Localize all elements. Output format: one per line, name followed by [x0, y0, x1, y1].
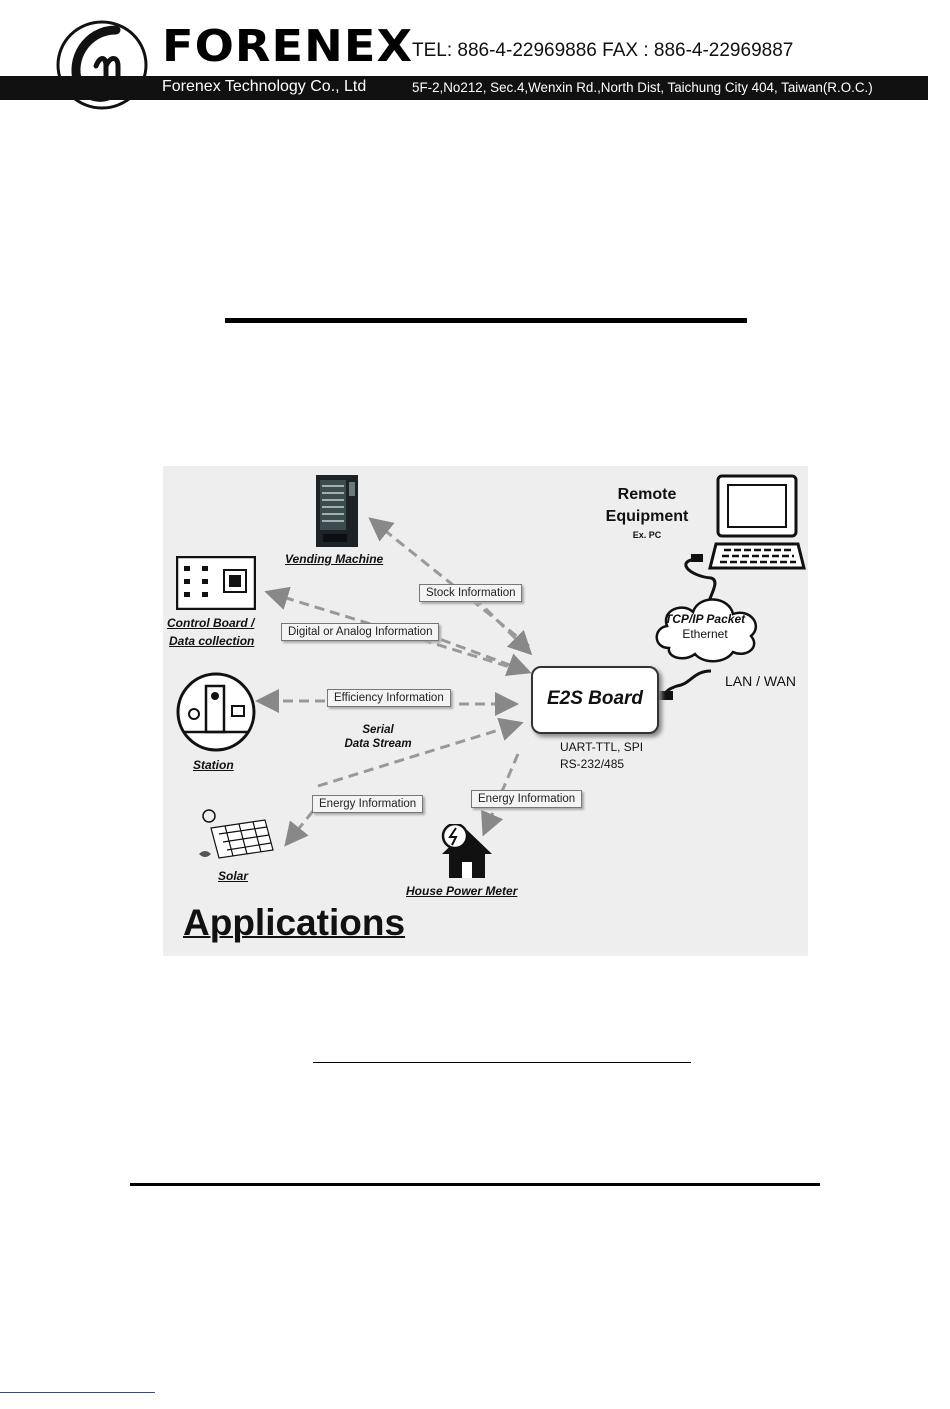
solar-panel-icon [199, 809, 274, 859]
cloud-icon [655, 598, 758, 663]
remote-equipment-example: Ex. PC [632, 530, 662, 540]
company-name: Forenex Technology Co., Ltd [162, 78, 367, 95]
e2s-board: E2S Board [531, 666, 659, 734]
header-bar [0, 76, 928, 100]
cloud-label-line2: Ethernet [682, 627, 728, 641]
lan-wan-label: LAN / WAN [725, 673, 797, 689]
efficiency-information-box: Efficiency Information [327, 689, 451, 707]
applications-title: Applications [183, 902, 406, 943]
interface-line2: RS-232/485 [560, 757, 625, 771]
station-label: Station [193, 758, 234, 772]
solar-label: Solar [218, 869, 249, 883]
remote-equipment-line1: Remote [617, 486, 677, 503]
energy-information-solar-box: Energy Information [312, 795, 424, 813]
station-icon [176, 672, 256, 752]
vending-machine-label: Vending Machine [285, 552, 384, 566]
house-power-meter-label: House Power Meter [406, 884, 518, 898]
serial-label-line2: Data Stream [344, 738, 412, 750]
interface-line1: UART-TTL, SPI [560, 740, 644, 754]
applications-figure: Remote Equipment Ex. PC TCP/IP Packet Et… [163, 466, 808, 956]
page-header: FORENEX TEL: 886-4-22969886 FAX : 886-4-… [0, 0, 950, 110]
footer-link-underline [0, 1392, 155, 1393]
title-rule [225, 318, 747, 323]
section-rule [130, 1183, 820, 1186]
cloud-label-line1: TCP/IP Packet [664, 612, 746, 626]
serial-label-line1: Serial [362, 724, 394, 736]
computer-icon [708, 474, 806, 570]
tel-fax: TEL: 886-4-22969886 FAX : 886-4-22969887 [412, 40, 794, 61]
stock-information-box: Stock Information [419, 584, 523, 602]
remote-equipment-line2: Equipment [605, 508, 689, 525]
energy-information-house-box: Energy Information [471, 790, 583, 808]
circuit-board-icon [176, 556, 256, 610]
brand-name: FORENEX [162, 21, 414, 72]
vending-machine-icon [316, 475, 358, 547]
e2s-board-label: E2S Board [546, 688, 644, 709]
caption-rule [313, 1062, 691, 1063]
company-address: 5F-2,No212, Sec.4,Wenxin Rd.,North Dist,… [412, 80, 873, 95]
digital-analog-information-box: Digital or Analog Information [281, 623, 440, 641]
control-board-label-line1: Control Board / [167, 616, 255, 630]
control-board-label-line2: Data collection [169, 634, 255, 648]
house-icon [441, 824, 492, 878]
